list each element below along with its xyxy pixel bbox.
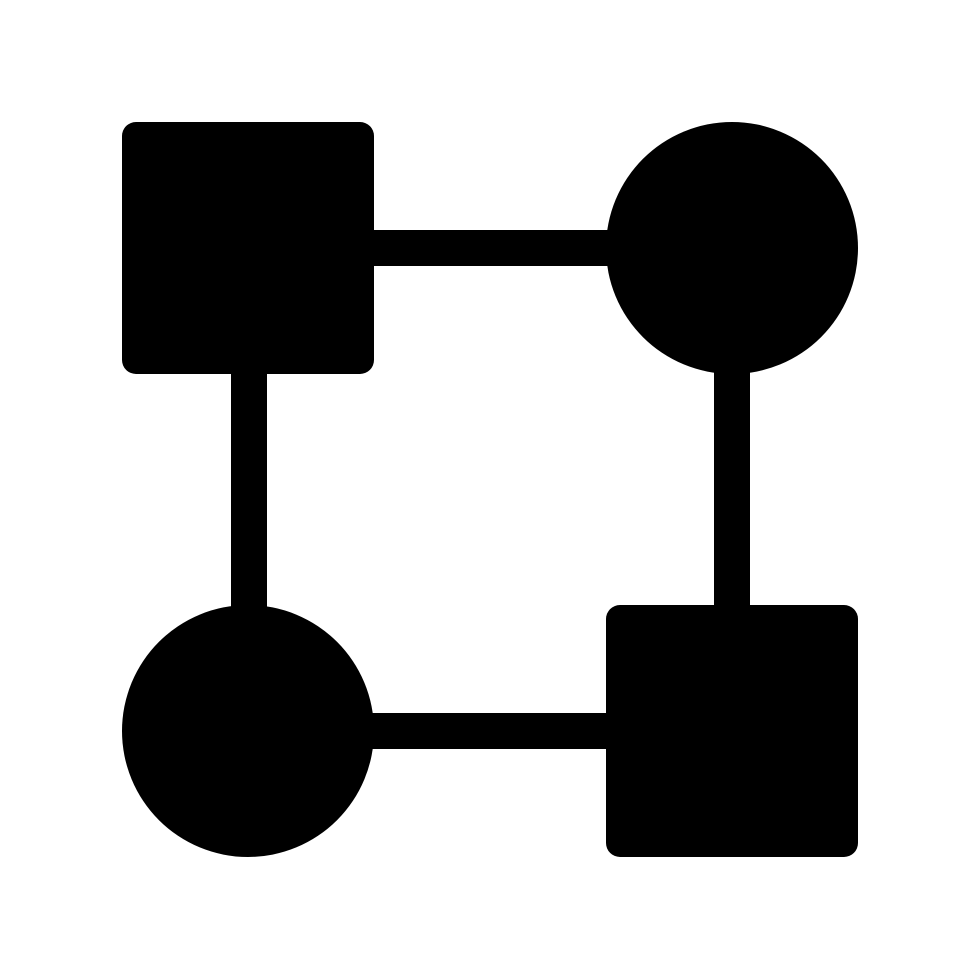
connector-bottom bbox=[372, 713, 610, 749]
circle-node-bottom-left bbox=[122, 605, 374, 857]
connector-right bbox=[714, 372, 750, 610]
connector-top bbox=[372, 230, 610, 266]
connector-left bbox=[231, 372, 267, 610]
square-node-top-left bbox=[122, 122, 374, 374]
square-node-bottom-right bbox=[606, 605, 858, 857]
circle-node-top-right bbox=[606, 122, 858, 374]
